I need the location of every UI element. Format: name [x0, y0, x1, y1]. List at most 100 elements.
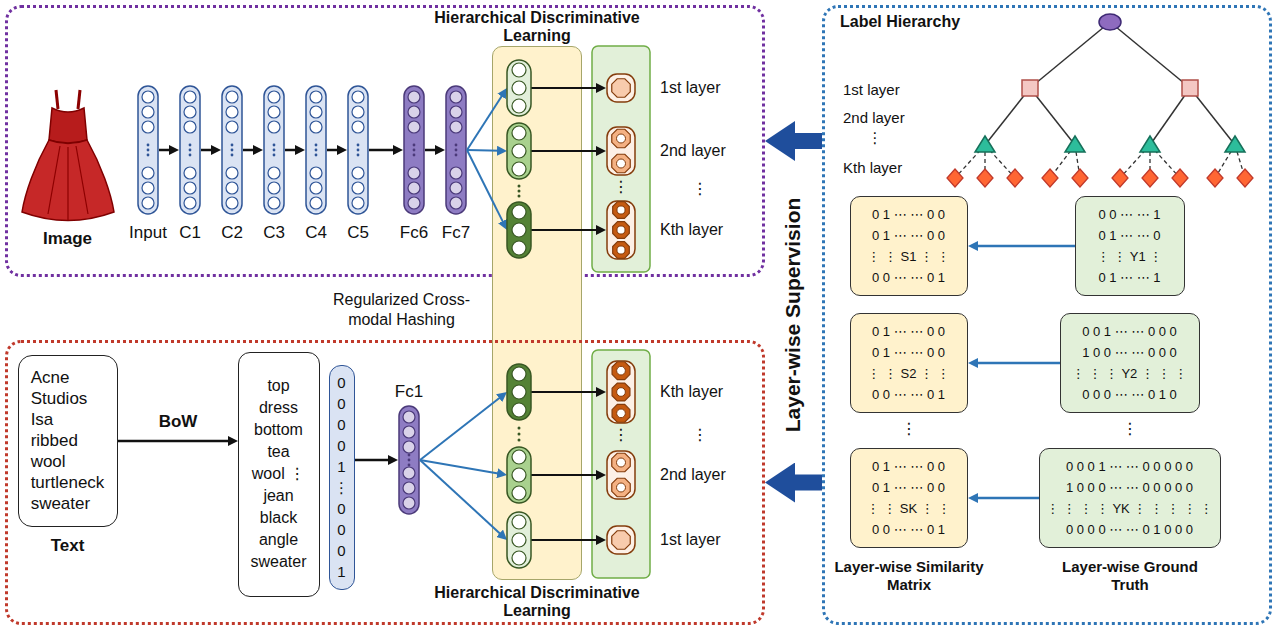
neuron-column [413, 144, 416, 147]
matrix-row: 0 0 0 ⋯ ⋯ 0 1 0 [1072, 384, 1187, 405]
text-holder: Hierarchical Discriminative Learning [432, 9, 642, 45]
neuron-column [226, 121, 238, 133]
neuron-column [268, 121, 280, 133]
edge-label: BoW [156, 411, 201, 433]
flow-arrow [974, 362, 1060, 365]
neuron-column [352, 121, 364, 133]
neuron-column [142, 91, 154, 103]
ellipsis: ⋮ [865, 128, 885, 147]
ellipsis: ⋮ [611, 425, 631, 445]
output-units [607, 451, 635, 499]
neuron-column [408, 459, 411, 462]
label-holder: Kth layer [843, 158, 902, 177]
hash-code-groups [512, 63, 526, 77]
hash-code-groups [518, 427, 521, 430]
neuron-layer: Fc7 [445, 85, 467, 215]
label-hierarchy-tree [1225, 136, 1245, 152]
neuron-column [310, 106, 322, 118]
layer-name: C1 [160, 222, 220, 243]
hash-code-groups [507, 512, 531, 568]
dress-illustration [78, 90, 80, 109]
neuron-column [264, 86, 284, 214]
output-units [617, 409, 626, 418]
neuron-column [180, 86, 200, 214]
neuron-column [268, 167, 280, 179]
matrix-row: 0 0 ⋯ ⋯ 0 1 [867, 384, 949, 405]
output-units [606, 360, 636, 424]
neuron-column [403, 85, 425, 215]
neuron-column [310, 121, 322, 133]
text-holder: Input [118, 222, 178, 243]
neuron-column [268, 91, 280, 103]
neuron-column [403, 497, 415, 509]
label-holder: ⋮ [690, 179, 710, 199]
neuron-column [142, 106, 154, 118]
flow-arrow [243, 149, 257, 152]
vocabulary-list: top dress bottom tea wool ⋮ jean black a… [250, 375, 306, 573]
matrix-row: 0 1 ⋯ ⋯ 0 0 [867, 456, 951, 477]
text-flow: Acne Studios Isa ribbed wool turtleneck … [31, 367, 105, 514]
ellipsis: ⋮ [690, 425, 710, 445]
text-flow: 0 0 1 ⋯ ⋯ 0 0 01 0 0 ⋯ ⋯ 0 0 0⋮ ⋮ ⋮ Y2 ⋮… [1072, 321, 1187, 405]
layer-name: Fc6 [384, 222, 444, 243]
hash-code-groups [467, 149, 501, 152]
output-units [606, 73, 636, 103]
panel-heading: Hierarchical Discriminative Learning [432, 9, 642, 45]
hash-code-groups [518, 439, 521, 442]
matrix-row: 0 0 ⋯ ⋯ 0 1 [867, 519, 951, 540]
neuron-column [408, 106, 420, 118]
neuron-column [446, 86, 466, 214]
hash-code-groups [512, 486, 526, 500]
neuron-column [226, 91, 238, 103]
neuron-column [315, 144, 318, 147]
hierarchy-level: 2nd layer [843, 108, 905, 127]
text-holder: C5 [328, 222, 388, 243]
output-units [606, 450, 636, 500]
neuron-layer: C2 [221, 85, 243, 215]
matrix-box: 0 0 1 ⋯ ⋯ 0 0 01 0 0 ⋯ ⋯ 0 0 0⋮ ⋮ ⋮ Y2 ⋮… [1060, 313, 1200, 413]
hash-code-groups [531, 391, 600, 393]
output-layer: 2nd layer [606, 450, 636, 500]
matrix-box: 0 1 ⋯ ⋯ 0 00 1 ⋯ ⋯ 0 0⋮ ⋮ SK ⋮ ⋮0 0 ⋯ ⋯ … [850, 448, 968, 548]
label-holder: ⋮ [611, 177, 631, 197]
hash-code-groups [512, 81, 526, 95]
ellipsis: ⋮ [899, 419, 919, 439]
output-units [613, 242, 630, 259]
flow-arrow [327, 149, 341, 152]
label-holder: 2nd layer [843, 108, 905, 127]
hash-code-groups [507, 60, 531, 116]
text-holder: Kth layer [660, 220, 723, 240]
output-units [613, 222, 630, 239]
label-holder: ⋮ [611, 425, 631, 445]
neuron-column [450, 91, 462, 103]
dress-illustration [48, 146, 88, 220]
output-units [607, 74, 635, 102]
neuron-column [273, 144, 276, 147]
neuron-column [273, 154, 276, 157]
text-network-panel: Hierarchical Discriminative LearningAcne… [5, 340, 765, 625]
matrix-row: 0 1 ⋯ ⋯ 0 0 [867, 204, 949, 225]
neuron-column [221, 85, 243, 215]
neuron-column [455, 144, 458, 147]
layer-name: Fc7 [426, 222, 486, 243]
hash-code-groups [507, 123, 531, 179]
neuron-column [450, 167, 462, 179]
neuron-column [147, 154, 150, 157]
hash-code-groups [512, 99, 526, 113]
label-hierarchy-tree [975, 136, 995, 152]
hash-code-groups [467, 150, 504, 225]
neuron-column [226, 197, 238, 209]
dress-illustration [22, 140, 114, 221]
supervision-arrow [785, 133, 822, 149]
text-holder: 2nd layer [660, 141, 726, 161]
neuron-column [306, 86, 326, 214]
neuron-column [147, 149, 150, 152]
vector-values: 0 0 0 0 1 ⋮ 0 0 0 1 [334, 372, 349, 582]
label-holder: Layer-wise Ground Truth [1055, 558, 1205, 594]
neuron-column [189, 154, 192, 157]
neuron-column [226, 167, 238, 179]
neuron-column [142, 167, 154, 179]
neuron-column [450, 182, 462, 194]
neuron-column [184, 197, 196, 209]
